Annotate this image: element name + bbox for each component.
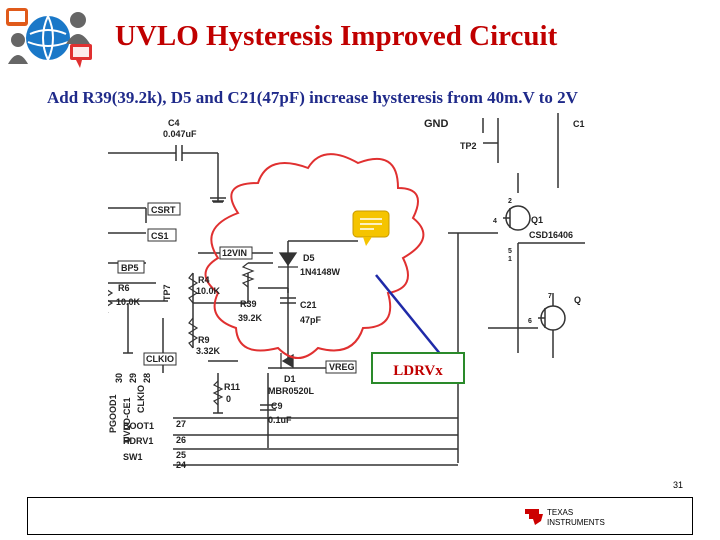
label-pin29: 29 [128, 373, 138, 383]
label-pin25: 25 [176, 450, 186, 460]
ti-logo: TEXAS INSTRUMENTS [525, 508, 605, 527]
label-hdrv1: HDRV1 [123, 436, 153, 446]
footer-bar [27, 497, 693, 535]
label-cs1: CS1 [151, 231, 169, 241]
label-gnd: GND [424, 118, 449, 130]
label-csrt: CSRT [151, 205, 176, 215]
callout-arrow [375, 274, 442, 356]
note-bubble-icon [352, 210, 390, 246]
label-clkio-vertical: CLKIO [136, 385, 146, 413]
page-number: 31 [673, 480, 684, 490]
resistors [108, 262, 255, 406]
label-r39: R39 [240, 299, 257, 309]
ti-brand-line2: INSTRUMENTS [547, 518, 605, 527]
label-c9: C9 [271, 401, 283, 411]
label-vreg: VREG [329, 362, 355, 372]
label-c21: C21 [300, 300, 317, 310]
diodes [278, 252, 298, 369]
label-pin30: 30 [114, 373, 124, 383]
schematic-wires [108, 113, 585, 466]
label-q: Q [574, 295, 581, 305]
label-pin24: 24 [176, 460, 186, 468]
label-r39-val: 39.2K [238, 313, 263, 323]
page-subtitle: Add R39(39.2k), D5 and C21(47pF) increas… [47, 88, 578, 107]
callout-text: LDRVx [393, 363, 443, 379]
label-boot1: BOOT1 [123, 421, 154, 431]
label-sw1: SW1 [123, 452, 143, 462]
label-r9-val: 3.32K [196, 346, 221, 356]
label-csd: CSD16406 [529, 230, 573, 240]
capacitors [260, 297, 296, 411]
label-pin-c: 2 [508, 198, 512, 205]
label-pin-f: 1 [508, 256, 512, 263]
label-r4-val: 10.0K [196, 286, 221, 296]
people-globe-logo [6, 8, 92, 68]
label-bp5: BP5 [121, 263, 139, 273]
label-d1: D1 [284, 374, 296, 384]
label-r9: R9 [198, 335, 210, 345]
label-r6-val: 10.0K [116, 297, 141, 307]
label-r6: R6 [118, 283, 130, 293]
ti-brand-line1: TEXAS [547, 508, 573, 517]
ldrvx-callout: LDRVx [371, 352, 465, 384]
label-d5: D5 [303, 253, 315, 263]
label-d1-val: MBR0520L [268, 386, 315, 396]
highlight-cloud [204, 153, 425, 359]
label-pgood: PGOOD1 [108, 394, 118, 433]
ground-symbols [123, 197, 226, 414]
mosfets [503, 205, 566, 358]
label-clkio: CLKIO [146, 354, 174, 364]
label-tp7: TP7 [162, 284, 172, 301]
label-c4: C4 [168, 118, 180, 128]
label-boxes [117, 202, 357, 374]
label-pin-e: 6 [528, 318, 532, 325]
label-pin-d: 7 [548, 293, 552, 300]
label-uvlo: UVLO-CE1 [122, 397, 132, 443]
label-r11: R11 [224, 382, 240, 392]
label-q1: Q1 [531, 215, 543, 225]
label-c4-val: 0.047uF [163, 129, 197, 139]
label-c21-val: 47pF [300, 315, 322, 325]
label-12vin: 12VIN [222, 248, 247, 258]
page-title: UVLO Hysteresis Improved Circuit [115, 20, 558, 52]
label-r11-val: 0 [226, 394, 231, 404]
label-pin26: 26 [176, 435, 186, 445]
label-pin28: 28 [142, 373, 152, 383]
label-pin27: 27 [176, 419, 186, 429]
label-pin-b: 5 [508, 248, 512, 255]
label-c1: C1 [573, 119, 585, 129]
label-tp2: TP2 [460, 141, 477, 151]
ti-state-icon [525, 509, 543, 525]
label-r4: R4 [198, 275, 210, 285]
label-d5-val: 1N4148W [300, 267, 341, 277]
schematic-labels: C4 0.047uF GND TP2 C1 Q1 CSD16406 Q CSRT… [108, 118, 585, 468]
globe-icon [26, 16, 70, 60]
label-c9-val: 0.1uF [268, 415, 292, 425]
uvlo-schematic: C4 0.047uF GND TP2 C1 Q1 CSD16406 Q CSRT… [108, 113, 585, 468]
label-pin-a: 4 [493, 218, 497, 225]
